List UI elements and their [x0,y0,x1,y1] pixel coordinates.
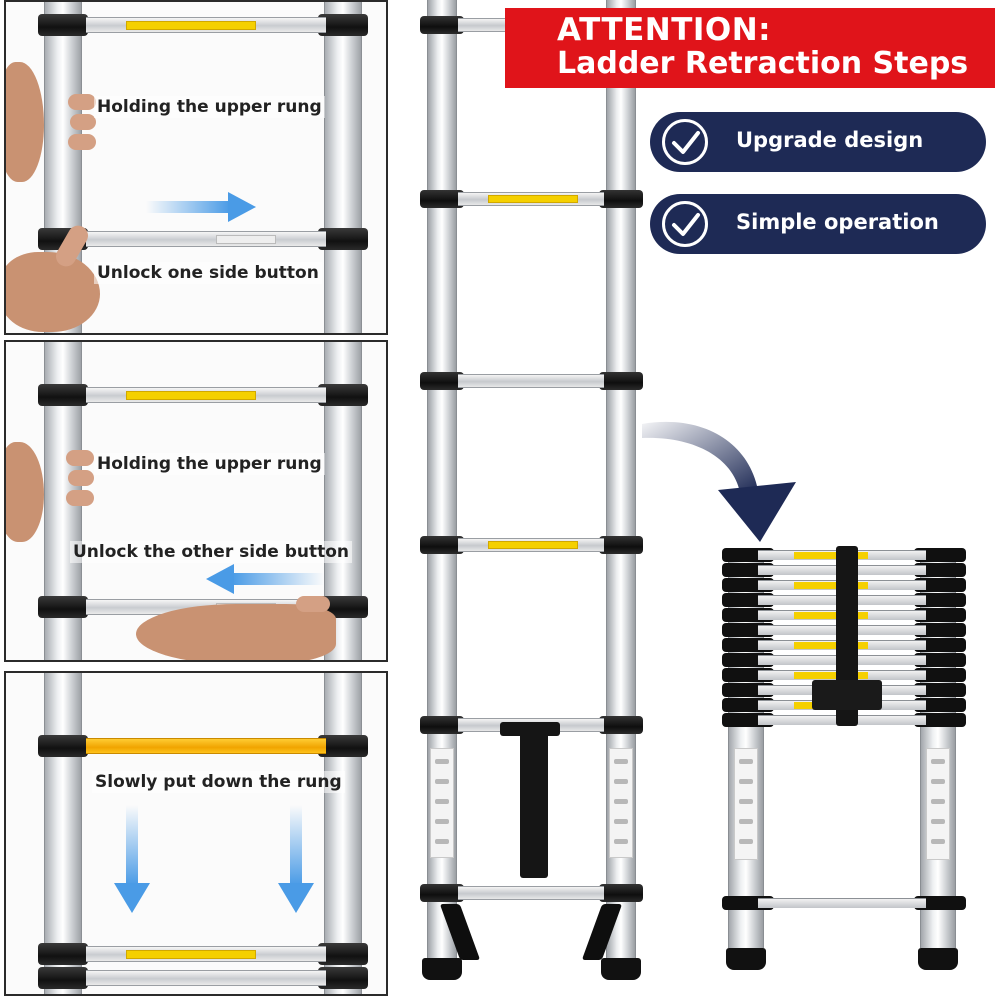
step-2-top-text: Holding the upper rung [94,453,325,475]
upper-rung [86,17,326,33]
feature-label: Simple operation [736,210,939,234]
rung-clamp [914,563,966,577]
rung-clamp [318,14,368,36]
lower-rung [86,231,326,247]
rung-clamp [914,668,966,682]
ladder-foot [918,948,958,970]
lower-rung [86,946,326,962]
rung-clamp [318,943,368,965]
rung-clamp [318,384,368,406]
rung-clamp [318,967,368,989]
ladder-rail-left [44,673,82,994]
arrow-right-icon [146,192,256,222]
bottom-rung [86,970,326,986]
step-panel-1: Holding the upper rung Unlock one side b… [4,0,388,335]
ladder-foot [422,958,462,980]
step-panel-3: Slowly put down the rung [4,671,388,996]
banner-title: ATTENTION: [557,12,772,48]
rung-clamp [318,228,368,250]
warning-sticker [926,748,950,860]
upper-rung [86,387,326,403]
check-circle-icon [662,201,708,247]
rung-clamp [38,735,88,757]
attention-banner: ATTENTION: Ladder Retraction Steps [505,8,995,88]
rung-clamp [38,967,88,989]
warning-sticker [430,748,454,858]
arrow-down-icon [278,805,314,917]
ladder-rail-right [324,2,362,333]
rung-clamp [914,638,966,652]
released-rung [86,738,326,754]
rung-clamp [38,596,88,618]
step-1-bottom-text: Unlock one side button [94,262,322,284]
feature-label: Upgrade design [736,128,924,152]
rung-clamp [914,713,966,727]
step-panel-2: Holding the upper rung Unlock the other … [4,340,388,662]
step-3-text: Slowly put down the rung [92,771,345,793]
arrow-down-icon [114,805,150,917]
hand-holding-rung [6,62,44,182]
hand-holding-rung [6,442,44,542]
warning-sticker [734,748,758,860]
rung-clamp [914,548,966,562]
banner-subtitle: Ladder Retraction Steps [557,46,969,81]
arrow-left-icon [206,564,324,594]
rung-clamp [914,683,966,697]
check-circle-icon [662,119,708,165]
rung-clamp [914,578,966,592]
rung-clamp [914,593,966,607]
rung-clamp [914,698,966,712]
step-1-top-text: Holding the upper rung [94,96,325,118]
rung-clamp [914,623,966,637]
rung-clamp [38,14,88,36]
hand-pressing-button [6,252,100,332]
ladder-foot [601,958,641,980]
warning-sticker [609,748,633,858]
step-2-bottom-text: Unlock the other side button [70,541,353,563]
rung-clamp [914,653,966,667]
ladder-strap [520,728,548,878]
rung-clamp [38,943,88,965]
ladder-rail-right [324,673,362,994]
ladder-foot [726,948,766,970]
rung-clamp [914,608,966,622]
feature-pill: Upgrade design [650,112,986,172]
rung-clamp [38,384,88,406]
curved-arrow-icon [642,421,796,542]
feature-pill: Simple operation [650,194,986,254]
hand-pressing-button [136,604,336,660]
rung-clamp [318,735,368,757]
